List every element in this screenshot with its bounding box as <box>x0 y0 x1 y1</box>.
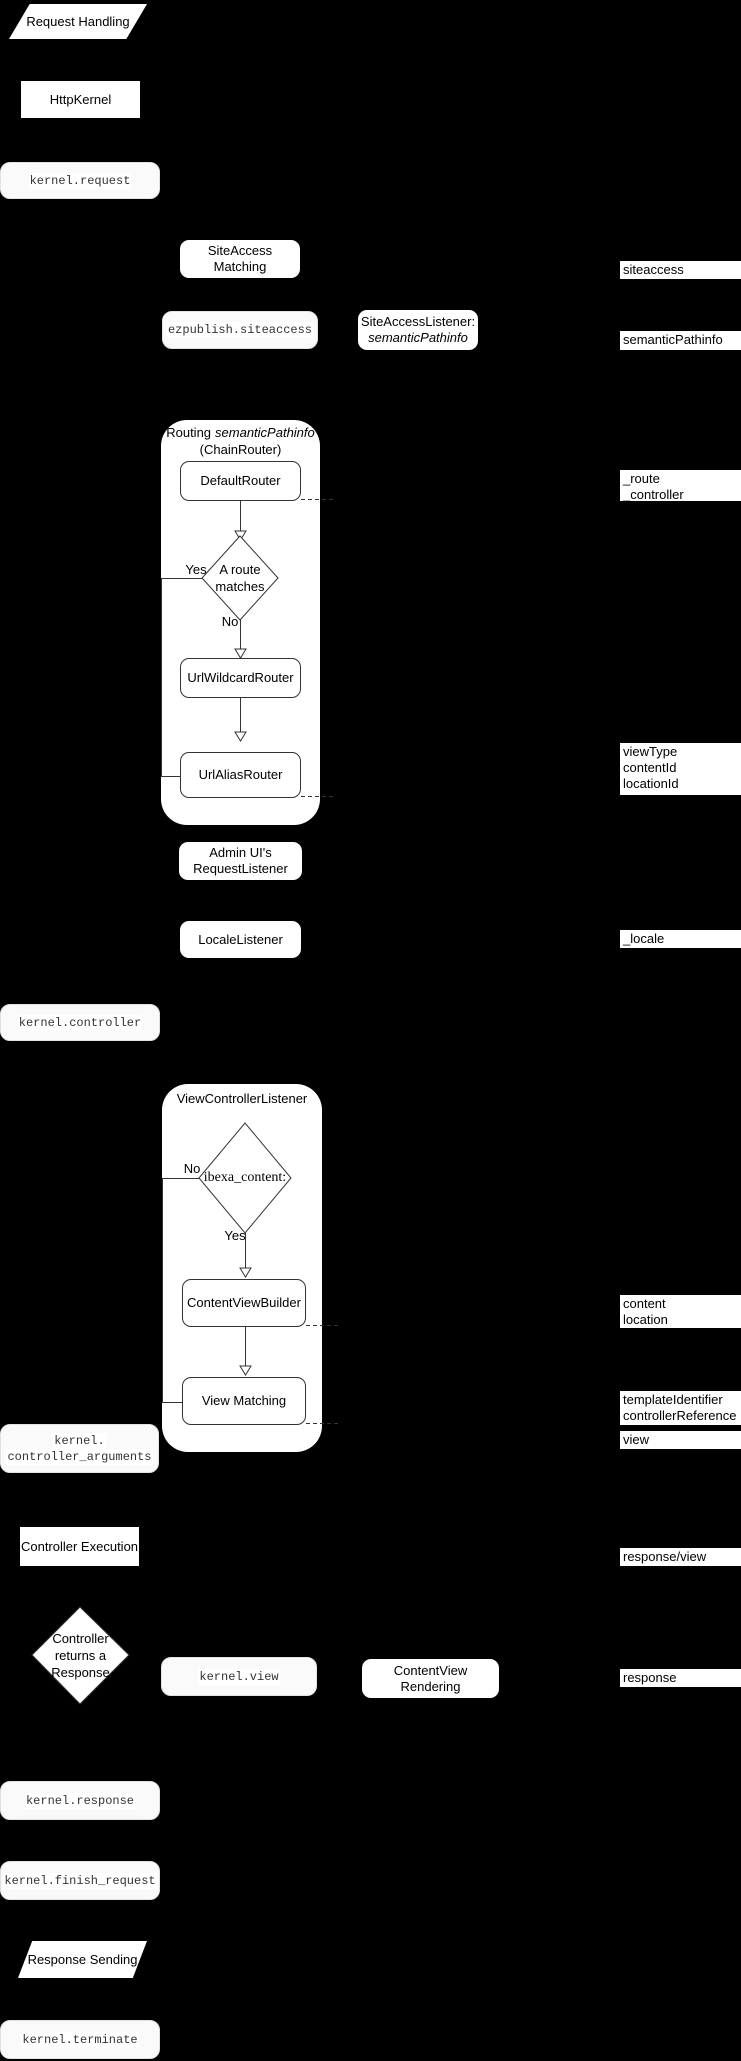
diamond-ibexa-content-label: ibexa_content: <box>203 1170 287 1185</box>
node-label: HttpKernel <box>49 91 112 107</box>
node-url-wildcard-router: UrlWildcardRouter <box>180 658 301 698</box>
decision-line1: A route <box>219 562 261 577</box>
edge-label-yes: Yes <box>185 562 207 577</box>
event-kernel-finish-request: kernel.finish_request <box>0 1861 160 1900</box>
event-kernel-request: kernel.request <box>0 162 160 199</box>
event-kernel-controller: kernel.controller <box>0 1004 160 1041</box>
node-label: Request Handling <box>26 14 130 29</box>
label-view: view <box>620 1431 741 1449</box>
arrowhead-down-icon <box>234 530 247 541</box>
diamond-route-matches <box>201 535 279 621</box>
routing-group-title: Routing semanticPathinfo (ChainRouter) <box>161 424 320 458</box>
event-label-line2: controller_arguments <box>6 1448 153 1465</box>
decision-line3: Response <box>51 1665 110 1680</box>
label-locale: _locale <box>620 930 741 948</box>
arrowhead-down-icon <box>239 1267 252 1278</box>
routing-title-line2: (ChainRouter) <box>199 442 282 457</box>
edge-label-yes: Yes <box>224 1228 246 1243</box>
edge-label-no: No <box>183 1161 201 1176</box>
node-label-line2: RequestListener <box>193 861 288 876</box>
node-default-router: DefaultRouter <box>180 461 301 501</box>
event-label: ezpublish.siteaccess <box>166 322 314 338</box>
node-request-handling: Request Handling <box>9 4 147 39</box>
diamond-route-matches-label: A route matches <box>199 561 281 595</box>
event-label: kernel.controller <box>17 1014 143 1031</box>
event-label: kernel.request <box>28 172 132 189</box>
node-label: SiteAccess Matching <box>207 243 273 274</box>
node-label: ContentView Rendering <box>393 1662 468 1694</box>
label-response: response <box>620 1669 741 1687</box>
routing-title-italic: semanticPathinfo <box>215 425 315 440</box>
edge-label-no: No <box>221 614 239 629</box>
event-kernel-view: kernel.view <box>161 1657 317 1696</box>
node-admin-request-listener: Admin UI's RequestListener <box>179 842 302 880</box>
arrowhead-down-icon <box>234 731 247 742</box>
node-label-line1: SiteAccessListener: <box>360 314 476 329</box>
event-label: kernel.terminate <box>21 2031 139 2048</box>
event-label: kernel.response <box>24 1792 136 1809</box>
arrowhead-down-icon <box>239 1365 252 1376</box>
diamond-controller-returns <box>31 1606 130 1705</box>
label-siteaccess: siteaccess <box>620 261 741 279</box>
decision-line2: matches <box>215 579 265 594</box>
diamond-controller-returns-label: Controller returns a Response <box>32 1630 129 1681</box>
event-kernel-controller-arguments: kernel. controller_arguments <box>0 1424 159 1473</box>
routing-title-prefix: Routing <box>166 425 212 440</box>
node-label: UrlAliasRouter <box>198 767 283 782</box>
node-label-line1: Admin UI's <box>209 845 272 860</box>
node-controller-execution: Controller Execution <box>20 1527 139 1566</box>
label-route-controller: _route _controller <box>620 470 741 501</box>
node-view-matching: View Matching <box>182 1377 306 1425</box>
node-content-view-builder: ContentViewBuilder <box>182 1279 306 1327</box>
view-controller-group-title: ViewControllerListener <box>176 1091 308 1106</box>
node-label-line2: semanticPathinfo <box>368 330 468 345</box>
label-view-params: viewType contentId locationId <box>620 743 741 795</box>
label-response-view: response/view <box>620 1548 741 1566</box>
event-label-line1: kernel. <box>53 1432 106 1449</box>
node-siteaccess-listener: SiteAccessListener: semanticPathinfo <box>358 310 478 350</box>
event-label: kernel.view <box>198 1668 280 1685</box>
node-response-sending: Response Sending <box>18 1941 147 1978</box>
node-url-alias-router: UrlAliasRouter <box>180 752 301 798</box>
event-kernel-terminate: kernel.terminate <box>0 2020 160 2059</box>
node-label: Controller Execution <box>20 1538 139 1554</box>
node-label: ContentViewBuilder <box>187 1295 301 1310</box>
arrowhead-down-icon <box>234 648 247 659</box>
label-content-location: content location <box>620 1295 741 1328</box>
label-semantic-pathinfo: semanticPathinfo <box>620 331 741 350</box>
node-contentview-rendering: ContentView Rendering <box>362 1659 499 1698</box>
node-label: Response Sending <box>27 1952 138 1967</box>
node-label: View Matching <box>201 1393 287 1408</box>
event-ezpublish-siteaccess: ezpublish.siteaccess <box>162 311 318 349</box>
label-template-controller-ref: templateIdentifier controllerReference <box>620 1391 741 1425</box>
decision-line2: returns a <box>54 1648 107 1663</box>
event-kernel-response: kernel.response <box>0 1781 160 1820</box>
node-siteaccess-matching: SiteAccess Matching <box>180 240 300 278</box>
event-label: kernel.finish_request <box>3 1872 157 1889</box>
decision-line1: Controller <box>52 1631 109 1646</box>
node-label: LocaleListener <box>198 931 283 947</box>
diamond-ibexa-content <box>198 1122 292 1234</box>
node-locale-listener: LocaleListener <box>180 921 301 958</box>
node-label: UrlWildcardRouter <box>187 670 294 685</box>
node-label: DefaultRouter <box>200 473 281 488</box>
node-http-kernel: HttpKernel <box>21 81 140 118</box>
